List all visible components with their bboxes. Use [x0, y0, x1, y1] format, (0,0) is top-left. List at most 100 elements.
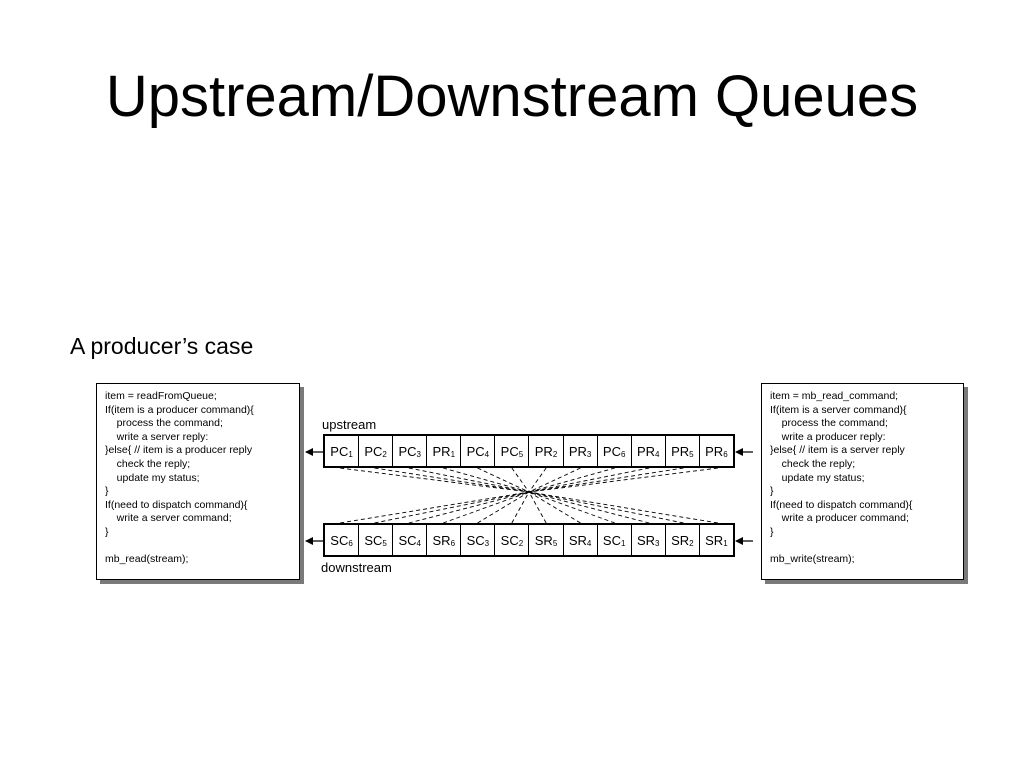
dashed-connector — [374, 467, 530, 493]
server-code-text: item = mb_read_command;If(item is a serv… — [761, 383, 964, 580]
code-line: check the reply; — [770, 457, 856, 470]
dashed-connector — [528, 467, 615, 493]
cell-label: PR — [432, 443, 451, 459]
cell-label: SR — [432, 532, 451, 548]
cell-subscript: 6 — [450, 538, 456, 548]
code-line: If(need to dispatch command){ — [770, 498, 913, 511]
cell-subscript: 5 — [382, 538, 387, 548]
cell-label: PC — [330, 443, 349, 459]
cell-label: SR — [568, 532, 587, 548]
cell-label: SR — [636, 532, 656, 548]
dashed-connector — [443, 467, 530, 493]
code-line: update my status; — [105, 471, 200, 484]
cell-subscript: 2 — [552, 449, 558, 459]
cell-subscript: 6 — [723, 449, 728, 459]
code-line: update my status; — [770, 471, 865, 484]
code-line: write a server command; — [105, 512, 232, 525]
cell-subscript: 3 — [416, 449, 421, 459]
code-line: write a producer reply: — [770, 430, 886, 443]
cell-subscript: 1 — [450, 449, 456, 459]
dashed-connector — [511, 467, 530, 493]
slide-title: Upstream/Downstream Queues — [105, 64, 919, 129]
dashed-connector — [528, 467, 650, 493]
cell-label: PR — [534, 443, 553, 459]
code-line: process the command; — [105, 417, 223, 430]
cell-label: PC — [500, 443, 519, 459]
cell-label: PC — [602, 443, 621, 459]
dashed-connector — [408, 491, 530, 524]
dashed-connector — [511, 491, 530, 524]
cell-label: PR — [568, 443, 587, 459]
cell-subscript: 3 — [484, 538, 490, 548]
code-line: process the command; — [770, 417, 888, 430]
dashed-connector — [408, 467, 530, 493]
cell-label: PR — [636, 443, 656, 459]
dashed-connector — [528, 467, 547, 493]
cell-subscript: 5 — [518, 449, 524, 459]
cell-label: SC — [466, 532, 485, 548]
code-line: write a producer command; — [770, 512, 909, 525]
cell-subscript: 2 — [382, 449, 387, 459]
dashed-connector — [340, 467, 530, 493]
downstream-label: downstream — [321, 560, 392, 575]
cell-subscript: 3 — [586, 449, 592, 459]
cell-subscript: 3 — [655, 538, 660, 548]
cell-label: PC — [466, 443, 485, 459]
cell-label: SR — [671, 532, 690, 548]
code-line: }else{ // item is a server reply — [770, 444, 905, 457]
slide-subtitle: A producer’s case — [70, 333, 254, 359]
cell-subscript: 5 — [552, 538, 558, 548]
dashed-connector — [528, 491, 718, 524]
code-line: } — [770, 485, 774, 498]
dashed-connector — [374, 491, 530, 524]
cell-subscript: 1 — [348, 449, 353, 459]
cell-label: SC — [398, 532, 417, 548]
cell-label: SR — [534, 532, 553, 548]
code-line: }else{ // item is a producer reply — [105, 444, 253, 457]
dashed-connector — [528, 491, 684, 524]
server-code-panel: item = mb_read_command;If(item is a serv… — [761, 383, 968, 584]
cell-label: PC — [398, 443, 417, 459]
dashed-connector — [528, 491, 581, 524]
dashed-connector — [528, 467, 718, 493]
code-line: If(need to dispatch command){ — [105, 498, 248, 511]
dashed-connector — [528, 491, 650, 524]
cell-subscript: 6 — [620, 449, 626, 459]
code-line: write a server reply: — [105, 430, 209, 443]
cross-connection-lines — [340, 467, 718, 524]
dashed-connector — [443, 491, 530, 524]
code-line: } — [105, 485, 109, 498]
cell-label: SC — [330, 532, 349, 548]
cell-subscript: 5 — [689, 449, 694, 459]
upstream-label: upstream — [322, 417, 377, 432]
cell-label: PC — [364, 443, 383, 459]
dashed-connector — [477, 491, 530, 524]
code-line: check the reply; — [105, 457, 191, 470]
cell-label: SR — [705, 532, 724, 548]
code-line: } — [770, 525, 774, 538]
cell-label: PR — [705, 443, 724, 459]
cell-subscript: 6 — [348, 538, 353, 548]
